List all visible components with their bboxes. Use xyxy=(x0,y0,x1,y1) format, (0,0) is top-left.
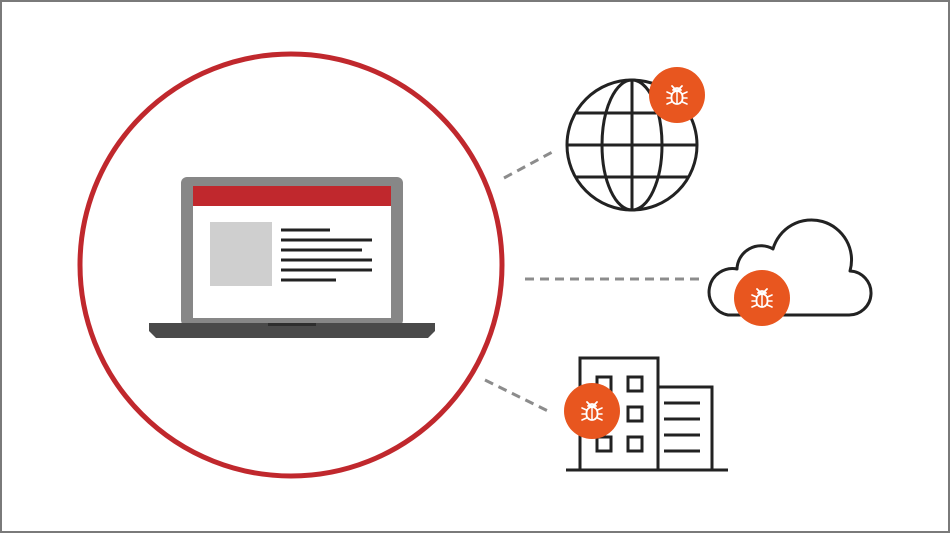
bug-badge-cloud xyxy=(734,270,790,326)
bug-badge-building xyxy=(564,383,620,439)
text-lines xyxy=(281,228,372,282)
laptop-icon xyxy=(149,177,435,338)
connector-lines xyxy=(484,148,700,414)
laptop-notch xyxy=(268,323,316,326)
globe-icon xyxy=(565,78,699,212)
cloud-icon xyxy=(707,218,873,317)
building-icon xyxy=(566,356,728,472)
device-ring xyxy=(77,51,505,479)
image-placeholder xyxy=(210,222,272,286)
laptop-base xyxy=(149,323,435,338)
connector-building xyxy=(484,378,551,414)
connector-globe xyxy=(503,148,557,180)
bug-badge-globe xyxy=(649,67,705,123)
screen-header-bar xyxy=(193,186,391,206)
